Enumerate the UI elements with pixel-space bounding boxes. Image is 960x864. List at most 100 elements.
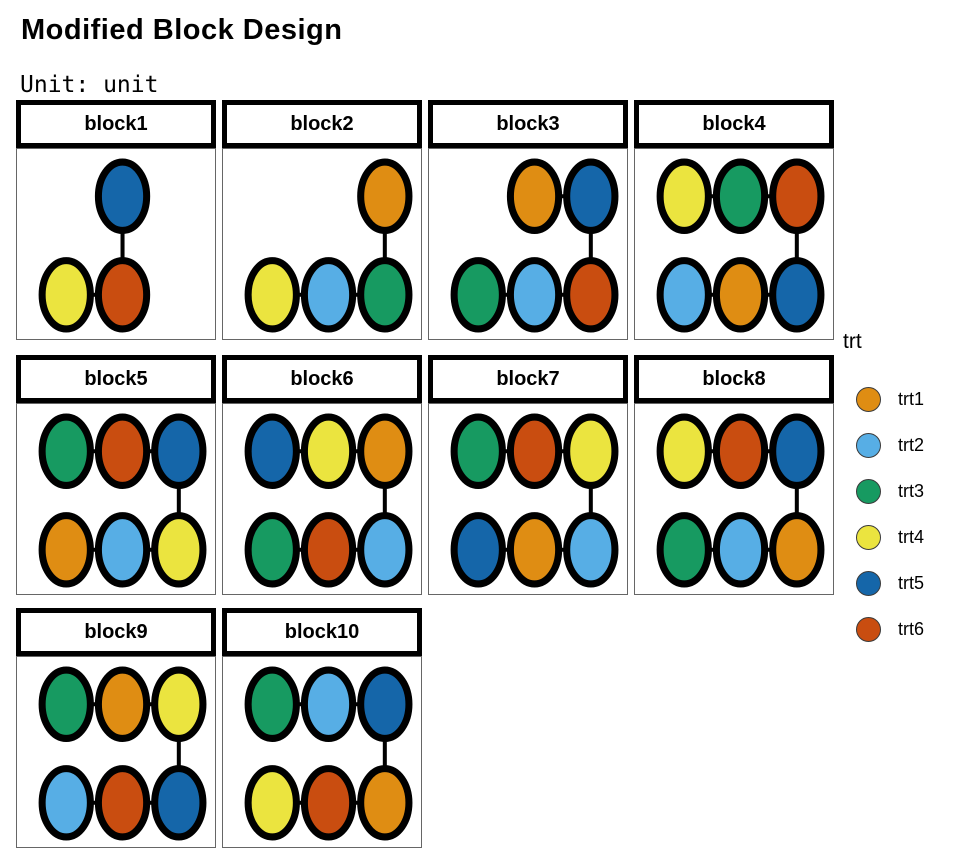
facet-panel-block5: block5 <box>16 355 216 595</box>
unit-ellipse-trt4 <box>656 158 712 234</box>
unit-ellipse-trt5 <box>563 158 619 234</box>
unit-ellipse-trt4 <box>300 413 357 489</box>
legend-item-label: trt4 <box>898 526 925 547</box>
facet-strip-label: block1 <box>16 100 216 148</box>
legend-swatch-icon <box>856 570 881 596</box>
unit-ellipse-trt3 <box>450 257 506 333</box>
facet-panel-block9: block9 <box>16 608 216 848</box>
block-units-svg <box>38 666 207 841</box>
legend-items: trt1 trt2 trt3 trt4 trt5 trt6 <box>843 376 953 652</box>
unit-ellipse-trt3 <box>357 257 413 333</box>
block-units-svg <box>38 413 207 588</box>
unit-ellipse-trt6 <box>94 257 151 333</box>
block-units-svg <box>38 158 151 333</box>
facet-strip-label: block10 <box>222 608 422 656</box>
unit-ellipse-trt6 <box>94 413 151 489</box>
unit-ellipse-trt2 <box>712 512 769 588</box>
facet-panel-block8: block8 <box>634 355 834 595</box>
legend-swatch-icon <box>856 386 881 412</box>
unit-ellipse-trt3 <box>450 413 506 489</box>
legend-swatch-icon <box>856 478 881 504</box>
unit-ellipse-trt2 <box>656 257 712 333</box>
unit-ellipse-trt6 <box>712 413 769 489</box>
facet-panel-body <box>428 148 628 340</box>
legend-title: trt <box>843 330 862 353</box>
legend-item-label: trt3 <box>898 480 925 501</box>
block-units-svg <box>244 158 413 333</box>
facet-panel-body <box>222 148 422 340</box>
unit-ellipse-trt4 <box>38 257 94 333</box>
unit-ellipse-trt4 <box>244 257 300 333</box>
block-units-svg <box>450 158 619 333</box>
facet-panel-body <box>222 403 422 595</box>
unit-ellipse-trt1 <box>506 158 563 234</box>
unit-ellipse-trt5 <box>244 413 300 489</box>
unit-ellipse-trt4 <box>151 666 207 742</box>
facet-strip-label: block7 <box>428 355 628 403</box>
unit-ellipse-trt5 <box>151 765 207 841</box>
unit-ellipse-trt4 <box>563 413 619 489</box>
facet-panel-body <box>634 403 834 595</box>
legend-item-label: trt5 <box>898 572 925 593</box>
unit-ellipse-trt4 <box>151 512 207 588</box>
facet-panel-body <box>222 656 422 848</box>
unit-ellipse-trt1 <box>712 257 769 333</box>
unit-ellipse-trt2 <box>300 257 357 333</box>
unit-ellipse-trt1 <box>769 512 825 588</box>
unit-ellipse-trt1 <box>357 158 413 234</box>
legend-swatch-icon <box>856 616 881 642</box>
facet-panel-block1: block1 <box>16 100 216 340</box>
block-units-svg <box>244 413 413 588</box>
facet-strip-label: block2 <box>222 100 422 148</box>
legend-swatch-icon <box>856 432 881 458</box>
unit-ellipse-trt5 <box>357 666 413 742</box>
unit-ellipse-trt5 <box>450 512 506 588</box>
unit-ellipse-trt3 <box>38 666 94 742</box>
unit-ellipse-trt6 <box>94 765 151 841</box>
facet-strip-label: block9 <box>16 608 216 656</box>
facet-panel-body <box>16 656 216 848</box>
unit-ellipse-trt1 <box>38 512 94 588</box>
legend-item-label: trt6 <box>898 618 925 639</box>
unit-ellipse-trt3 <box>244 666 300 742</box>
block-units-svg <box>450 413 619 588</box>
facet-panel-block4: block4 <box>634 100 834 340</box>
unit-ellipse-trt3 <box>712 158 769 234</box>
unit-subtitle: Unit: unit <box>20 72 159 98</box>
unit-ellipse-trt6 <box>300 765 357 841</box>
unit-ellipse-trt1 <box>506 512 563 588</box>
facet-panel-body <box>428 403 628 595</box>
block-units-svg <box>656 158 825 333</box>
facet-panel-block3: block3 <box>428 100 628 340</box>
facet-strip-label: block6 <box>222 355 422 403</box>
legend-item-trt1: trt1 <box>843 376 953 422</box>
unit-ellipse-trt4 <box>244 765 300 841</box>
unit-ellipse-trt5 <box>769 413 825 489</box>
block-units-svg <box>656 413 825 588</box>
unit-ellipse-trt2 <box>300 666 357 742</box>
facet-panel-block10: block10 <box>222 608 422 848</box>
facet-strip-label: block8 <box>634 355 834 403</box>
facet-panel-block6: block6 <box>222 355 422 595</box>
legend-item-label: trt2 <box>898 434 925 455</box>
plot-title: Modified Block Design <box>21 14 343 46</box>
unit-ellipse-trt1 <box>94 666 151 742</box>
facet-strip-label: block4 <box>634 100 834 148</box>
unit-ellipse-trt5 <box>94 158 151 234</box>
facet-strip-label: block5 <box>16 355 216 403</box>
unit-ellipse-trt5 <box>769 257 825 333</box>
legend-item-trt4: trt4 <box>843 514 953 560</box>
facet-panel-block7: block7 <box>428 355 628 595</box>
facet-panel-body <box>634 148 834 340</box>
unit-ellipse-trt6 <box>300 512 357 588</box>
unit-ellipse-trt2 <box>38 765 94 841</box>
legend-item-trt2: trt2 <box>843 422 953 468</box>
unit-ellipse-trt3 <box>656 512 712 588</box>
legend-item-trt3: trt3 <box>843 468 953 514</box>
facet-panel-body <box>16 148 216 340</box>
legend-item-label: trt1 <box>898 388 925 409</box>
unit-ellipse-trt2 <box>357 512 413 588</box>
unit-ellipse-trt6 <box>506 413 563 489</box>
